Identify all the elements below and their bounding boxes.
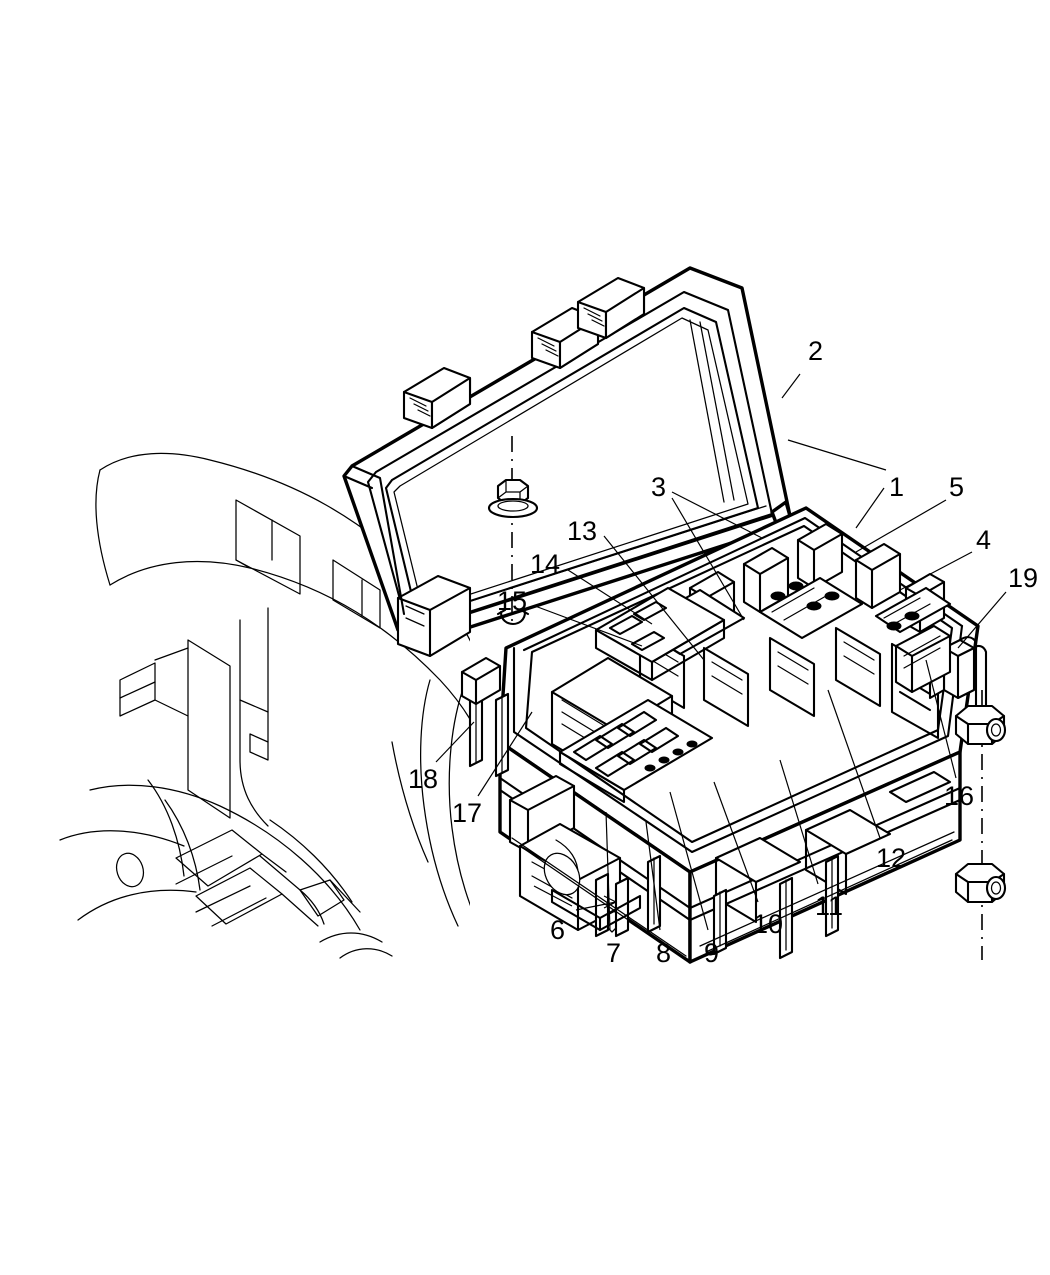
pdc-housing: [460, 506, 988, 964]
hex-nut-lower: [954, 862, 1007, 904]
callout-9: 9: [704, 938, 720, 968]
callout-8: 8: [656, 938, 672, 968]
callout-4: 4: [976, 525, 992, 555]
callout-11: 11: [815, 891, 844, 921]
callout-1: 1: [889, 472, 905, 502]
hex-nut-upper: [954, 690, 1007, 960]
cover-lid: [342, 266, 792, 658]
callout-17: 17: [452, 798, 483, 828]
callout-2: 2: [808, 336, 824, 366]
callout-7: 7: [606, 938, 622, 968]
callout-14: 14: [530, 549, 561, 579]
callout-13: 13: [567, 516, 598, 546]
fuse-relay-cavity-field: [550, 522, 952, 804]
callout-6: 6: [550, 915, 566, 945]
callout-5: 5: [949, 472, 965, 502]
vehicle-body-structure: [59, 452, 470, 959]
callout-16: 16: [944, 781, 975, 811]
callout-15: 15: [497, 586, 528, 616]
leader-lines: [435, 373, 1007, 931]
housing-left-ribs: [460, 656, 510, 778]
flange-bolt: [487, 478, 539, 519]
callout-18: 18: [408, 764, 439, 794]
callout-10: 10: [753, 909, 784, 939]
fuse-strip: [558, 698, 714, 804]
callout-3: 3: [651, 472, 667, 502]
side-rail-panel: [714, 770, 952, 884]
callout-19: 19: [1008, 563, 1039, 593]
lid-hinge-clip-3: [576, 276, 646, 340]
right-end-bracket: [894, 624, 988, 738]
callout-12: 12: [876, 843, 907, 873]
grommet-clip: [496, 608, 530, 626]
lid-left-hinge-tab: [396, 574, 472, 658]
lid-hinge-clip-1: [402, 366, 472, 430]
